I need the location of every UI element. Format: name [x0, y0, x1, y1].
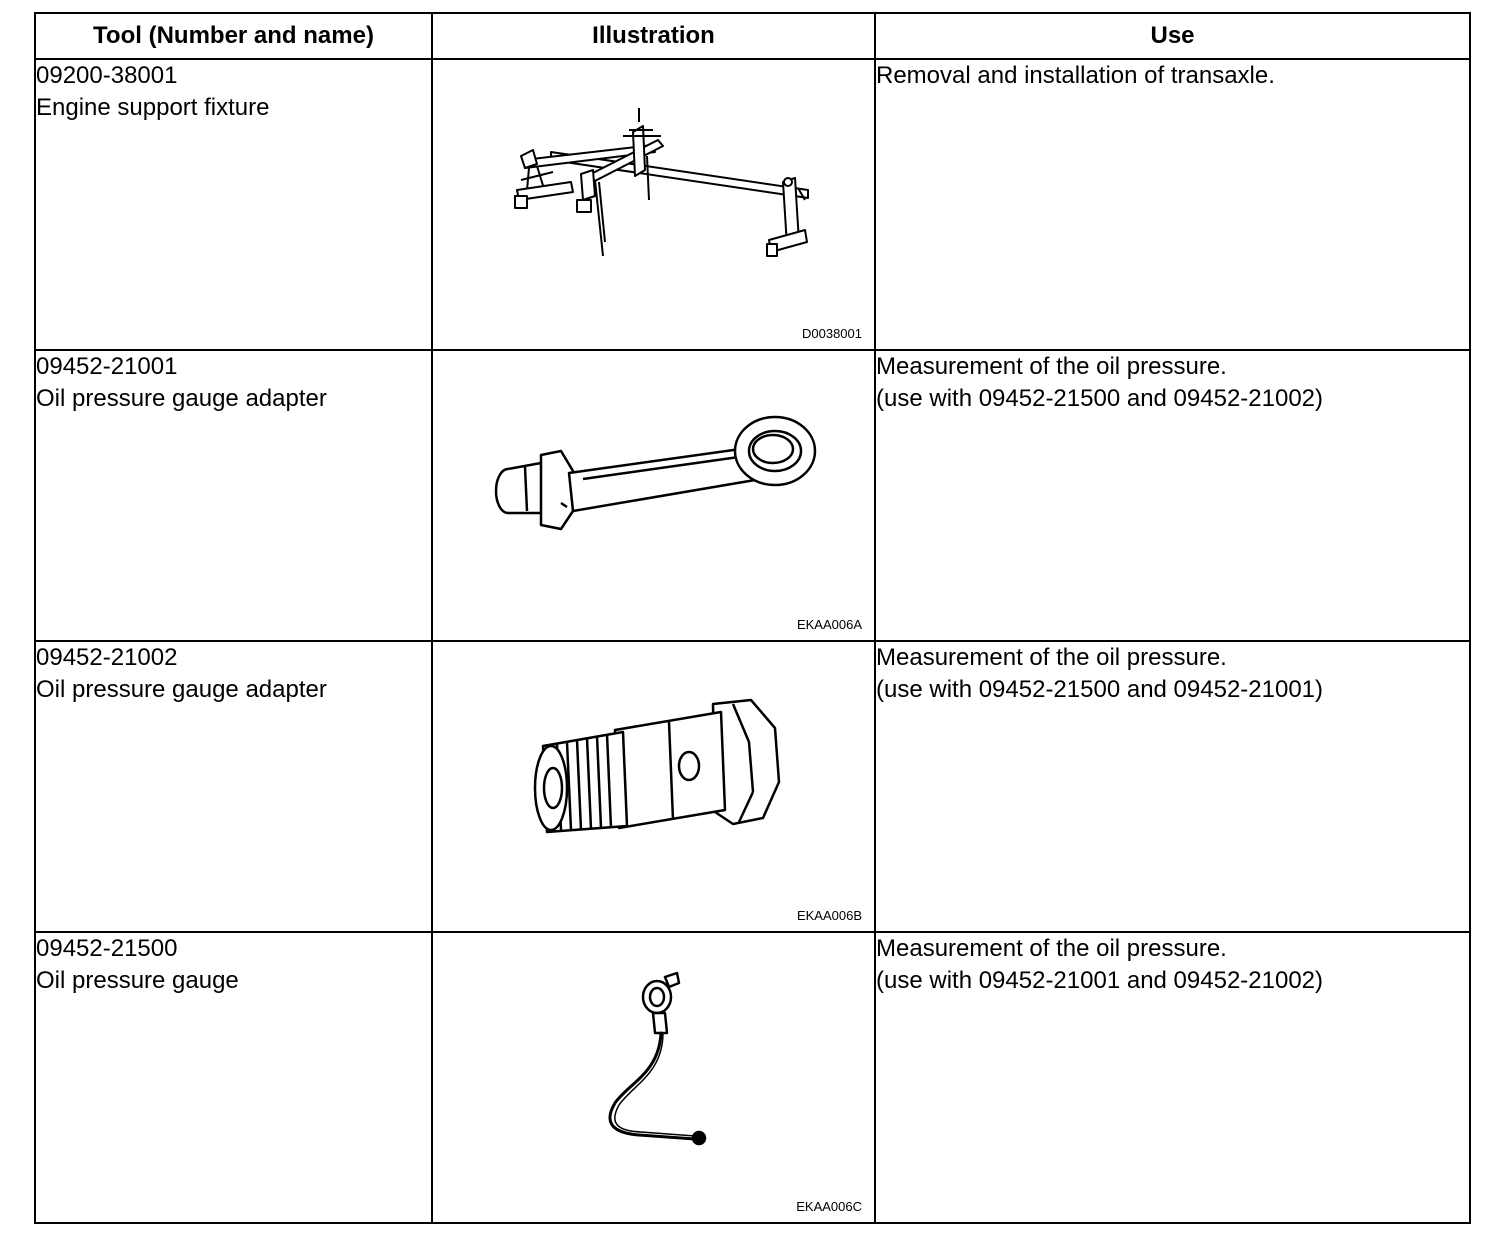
header-row: Tool (Number and name) Illustration Use	[34, 12, 1471, 60]
header-tool: Tool (Number and name)	[34, 12, 433, 60]
use-cell: Measurement of the oil pressure. (use wi…	[874, 349, 1471, 642]
use-text: Measurement of the oil pressure.	[876, 935, 1227, 962]
tool-number: 09200-38001	[36, 62, 178, 89]
use-cell: Measurement of the oil pressure. (use wi…	[874, 931, 1471, 1224]
illustration-cell: EKAA006A	[431, 349, 876, 642]
use-text: Measurement of the oil pressure.	[876, 353, 1227, 380]
threaded-adapter-icon	[533, 698, 781, 834]
table-row: 09452-21001 Oil pressure gauge adapter	[34, 349, 1471, 642]
table-row: 09200-38001 Engine support fixture	[34, 58, 1471, 351]
tool-cell: 09452-21500 Oil pressure gauge	[34, 931, 433, 1224]
use-text: Measurement of the oil pressure.	[876, 644, 1227, 671]
tool-number: 09452-21500	[36, 935, 178, 962]
illustration-cell: EKAA006B	[431, 640, 876, 933]
header-illustration: Illustration	[431, 12, 876, 60]
tool-name: Oil pressure gauge adapter	[36, 385, 327, 412]
header-use: Use	[874, 12, 1471, 60]
table-row: 09452-21500 Oil pressure gauge EKAA006C	[34, 931, 1471, 1224]
banjo-adapter-icon	[494, 415, 817, 531]
figure-code: EKAA006C	[796, 1199, 862, 1214]
tool-number: 09452-21001	[36, 353, 178, 380]
tool-cell: 09452-21001 Oil pressure gauge adapter	[34, 349, 433, 642]
figure-code: D0038001	[802, 326, 862, 341]
figure-code: EKAA006B	[796, 908, 862, 923]
tool-cell: 09200-38001 Engine support fixture	[34, 58, 433, 351]
illustration-cell: D0038001	[431, 58, 876, 351]
table-row: 09452-21002 Oil pressure gauge adapter	[34, 640, 1471, 933]
tool-name: Oil pressure gauge	[36, 967, 239, 994]
tool-name: Engine support fixture	[36, 94, 270, 121]
engine-support-fixture-icon	[514, 108, 809, 257]
use-note: (use with 09452-21500 and 09452-21002)	[876, 385, 1324, 412]
use-text: Removal and installation of transaxle.	[876, 62, 1275, 89]
gauge-hose-icon	[608, 971, 707, 1146]
use-cell: Measurement of the oil pressure. (use wi…	[874, 640, 1471, 933]
special-tools-table: Tool (Number and name) Illustration Use …	[34, 12, 1471, 1224]
tool-name: Oil pressure gauge adapter	[36, 676, 327, 703]
use-note: (use with 09452-21001 and 09452-21002)	[876, 967, 1324, 994]
tool-number: 09452-21002	[36, 644, 178, 671]
tool-cell: 09452-21002 Oil pressure gauge adapter	[34, 640, 433, 933]
use-cell: Removal and installation of transaxle.	[874, 58, 1471, 351]
use-note: (use with 09452-21500 and 09452-21001)	[876, 676, 1324, 703]
figure-code: EKAA006A	[796, 617, 862, 632]
illustration-cell: EKAA006C	[431, 931, 876, 1224]
